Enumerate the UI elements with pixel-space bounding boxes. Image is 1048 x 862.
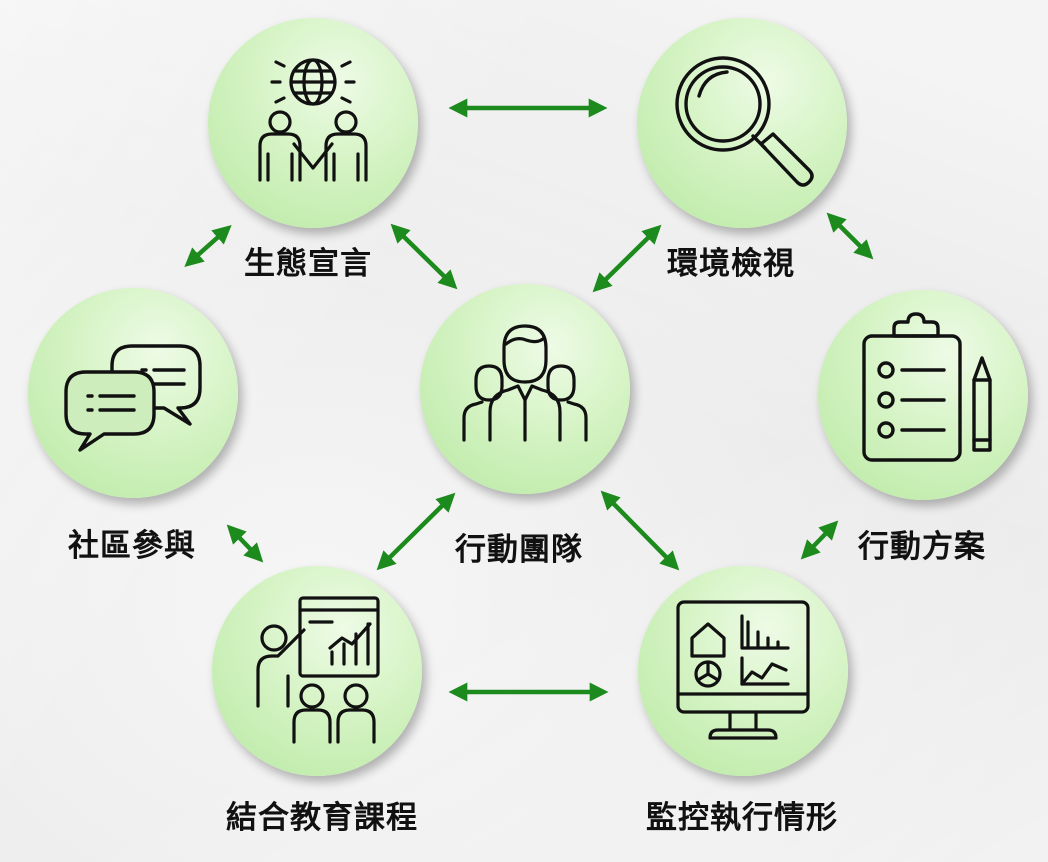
globe-people-icon [258,58,368,182]
arrow-community-curriculum [226,524,264,563]
arrow-plan-monitor [800,520,839,560]
arrow-declaration-community [184,224,232,268]
team-label: 行動團隊 [455,532,583,568]
review-label: 環境檢視 [667,246,795,282]
review-circle[interactable] [637,18,847,228]
arrow-review-team [592,224,662,293]
team-circle[interactable] [420,284,630,494]
community-label: 社區參與 [68,528,196,564]
arrow-team-monitor [600,490,680,571]
plan-label: 行動方案 [858,529,986,565]
arrow-review-plan [826,212,874,260]
magnifier-icon [675,56,814,187]
monitor-label: 監控執行情形 [646,800,838,836]
monitor-circle[interactable] [638,566,848,776]
presentation-icon [256,596,380,744]
arrow-declaration-team [390,223,458,290]
curriculum-label: 結合教育課程 [226,800,418,836]
plan-circle[interactable] [818,290,1028,500]
arrow-team-curriculum [376,492,456,571]
declaration-label: 生態宣言 [244,246,372,282]
community-circle[interactable] [28,288,238,498]
speech-bubbles-icon [64,344,202,452]
curriculum-circle[interactable] [212,566,422,776]
clipboard-pencil-icon [862,312,992,462]
monitor-dashboard-icon [676,600,810,740]
declaration-circle[interactable] [208,18,418,228]
team-people-icon [462,324,588,442]
